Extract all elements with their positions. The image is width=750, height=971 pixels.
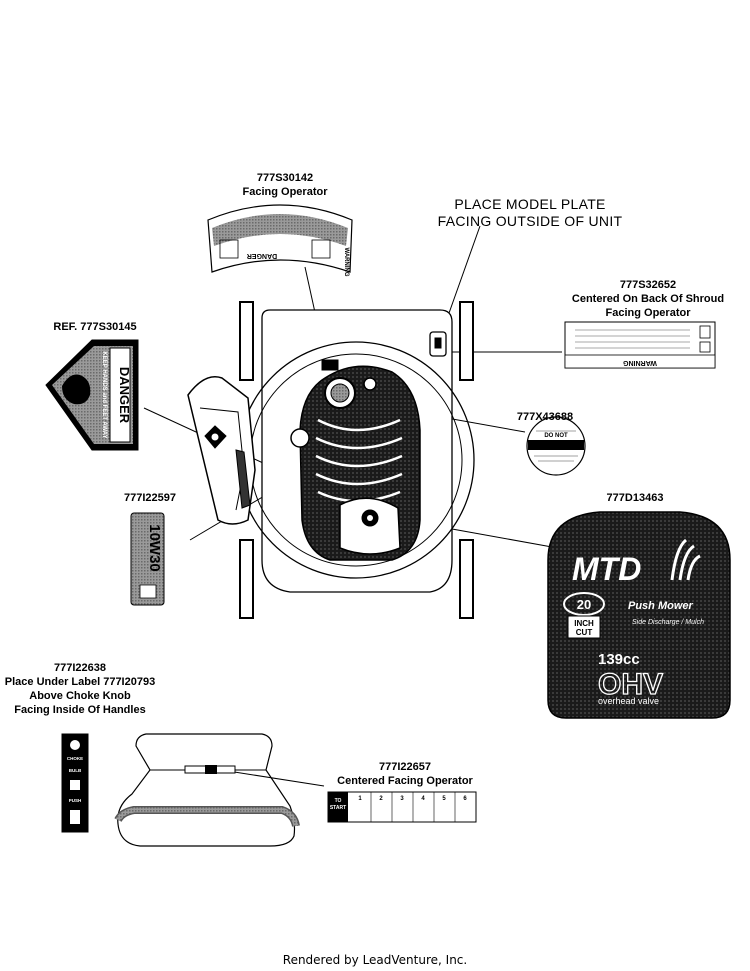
- step-number-4: 4: [421, 796, 425, 802]
- decal-warning-strip: WARNING: [564, 321, 716, 369]
- decal-start-title2: START: [330, 805, 346, 811]
- step-number-3: 3: [400, 796, 404, 802]
- step-number-5: 5: [442, 796, 446, 802]
- decal-product-sub: Side Discharge / Mulch: [632, 619, 704, 626]
- callout-777i22597: 777I22597: [110, 491, 190, 505]
- callout-777s30142-part: 777S30142: [256, 172, 314, 184]
- decal-danger-title: DANGER: [117, 367, 132, 424]
- footer-credit: Rendered by LeadVenture, Inc.: [282, 953, 468, 967]
- callout-777x43688: 777X43688: [500, 410, 590, 424]
- decal-start-steps: TO START 1 2 3 4 5 6: [327, 791, 477, 823]
- callout-777s32652: 777S32652 Centered On Back Of Shroud Fac…: [558, 278, 738, 320]
- decal-warning-word: WARNING: [623, 359, 657, 366]
- wheel-rear-right: [459, 539, 474, 619]
- callout-777d13463-part: 777D13463: [606, 492, 664, 504]
- decal-brand: MTD: [572, 551, 641, 587]
- decal-mtd-shroud: MTD 20 INCH CUT Push Mower Side Discharg…: [547, 511, 731, 719]
- decal-size-unit2: CUT: [576, 628, 593, 637]
- decal-push-text: PUSH: [69, 798, 82, 803]
- decal-oil-label: 10W30: [146, 524, 163, 572]
- decal-safety-curved: DANGER WARNING: [207, 204, 353, 277]
- decal-product: Push Mower: [628, 600, 694, 612]
- callout-777i22657-desc: Centered Facing Operator: [337, 775, 473, 787]
- decal-engine: OHV: [598, 668, 663, 701]
- decal-oil: 10W30: [130, 512, 165, 606]
- step-number-1: 1: [358, 796, 362, 802]
- decal-bulb-text: BULB: [69, 768, 82, 773]
- decal-danger-text: KEEP HANDS and FEET AWAY: [101, 351, 107, 438]
- callout-777i22638-line1: Place Under Label 777I20793: [4, 676, 156, 688]
- callout-777s32652-line1: Centered On Back Of Shroud: [571, 293, 725, 305]
- decal-size-num: 20: [577, 597, 591, 612]
- callout-model-plate-line2: FACING OUTSIDE OF UNIT: [437, 213, 623, 229]
- callout-777s30142: 777S30142 Facing Operator: [225, 171, 345, 199]
- callout-777s30142-desc: Facing Operator: [242, 186, 328, 198]
- wheel-rear-left: [239, 539, 254, 619]
- mower-deck: [187, 301, 475, 619]
- decal-engine-sub: overhead valve: [598, 696, 659, 706]
- decal-size-unit1: INCH: [574, 619, 594, 628]
- callout-777x43688-part: 777X43688: [516, 411, 574, 423]
- handle-assembly: [114, 733, 300, 847]
- decal-warning-word-small: WARNING: [343, 248, 349, 277]
- decal-displacement: 139cc: [598, 651, 640, 668]
- step-number-2: 2: [379, 796, 383, 802]
- callout-777i22638-part: 777I22638: [54, 662, 106, 674]
- callout-777d13463: 777D13463: [590, 491, 680, 505]
- callout-model-plate-line1: PLACE MODEL PLATE: [454, 196, 606, 212]
- decal-danger-word-small: DANGER: [247, 252, 277, 259]
- callout-777i22638-line3: Facing Inside Of Handles: [14, 704, 146, 716]
- callout-777i22657-part: 777I22657: [379, 761, 431, 773]
- wheel-front-left: [239, 301, 254, 381]
- callout-777s32652-line2: Facing Operator: [605, 307, 691, 319]
- decal-danger-hex: DANGER KEEP HANDS and FEET AWAY: [45, 339, 139, 451]
- decal-vertical-start: CHOKE BULB PUSH: [61, 733, 89, 833]
- wheel-front-right: [459, 301, 474, 381]
- decal-round-fuel: DO NOT: [526, 416, 586, 476]
- decal-start-title1: TO: [335, 798, 342, 804]
- callout-777i22638-line2: Above Choke Knob: [29, 690, 131, 702]
- callout-777s30145-part: REF. 777S30145: [53, 321, 137, 333]
- callout-777s30145: REF. 777S30145: [40, 320, 150, 334]
- callout-777s32652-part: 777S32652: [619, 279, 677, 291]
- step-number-6: 6: [463, 796, 467, 802]
- callout-777i22657: 777I22657 Centered Facing Operator: [330, 760, 480, 788]
- decal-choke-text: CHOKE: [67, 756, 83, 761]
- decal-do-not: DO NOT: [544, 433, 568, 439]
- callout-777i22597-part: 777I22597: [124, 492, 176, 504]
- callout-model-plate: PLACE MODEL PLATE FACING OUTSIDE OF UNIT: [430, 196, 630, 230]
- callout-777i22638: 777I22638 Place Under Label 777I20793 Ab…: [0, 661, 160, 717]
